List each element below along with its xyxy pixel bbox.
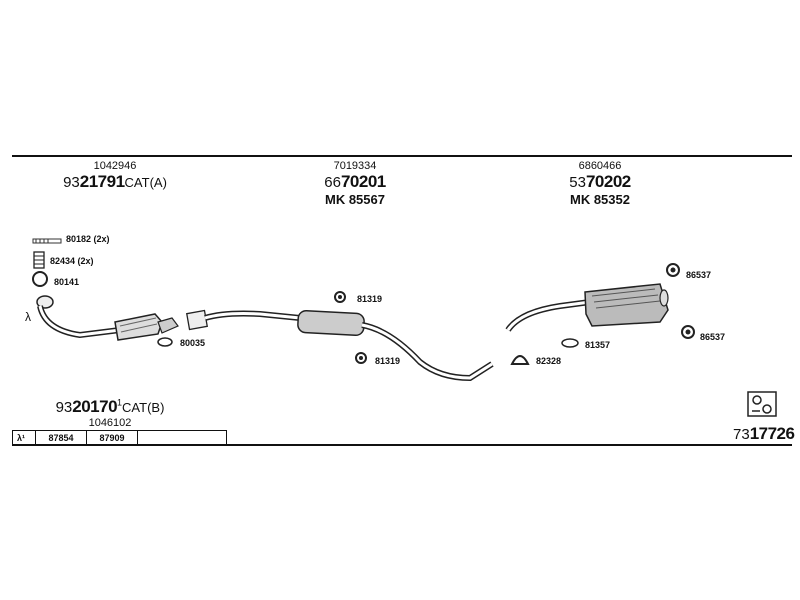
sensor-table-cell: 87854 <box>36 431 87 445</box>
catalyst-b-block: 93201701CAT(B) 1046102 <box>50 397 170 429</box>
rear-ref-number: 6860466 <box>578 160 622 172</box>
top-divider-line <box>12 155 792 157</box>
middle-part-number: 6670201 <box>300 172 410 192</box>
bolt-icon <box>32 238 62 244</box>
front-part-main: 21791 <box>79 172 125 191</box>
gasket-ring-icon <box>32 271 48 287</box>
front-part-suffix: CAT(A) <box>124 175 167 190</box>
catalyst-b-part-number: 93201701CAT(B) <box>55 397 165 416</box>
rubber-mount-86537-bottom-icon <box>681 325 695 339</box>
front-ref-number: 1042946 <box>93 160 137 172</box>
kit-icon <box>747 391 777 417</box>
rear-mk-code: MK 85352 <box>570 192 630 207</box>
sensor-table-cell: 87909 <box>87 431 138 445</box>
callout-80141: 80141 <box>54 277 80 287</box>
middle-part-prefix: 66 <box>324 174 341 191</box>
rear-part-prefix: 53 <box>569 174 586 191</box>
rear-silencer <box>505 283 669 332</box>
callout-82434: 82434 (2x) <box>50 256 94 266</box>
callout-81357: 81357 <box>585 340 611 350</box>
kit-part-number: 7317726 <box>733 424 795 444</box>
hanger-82328-icon <box>510 355 530 365</box>
callout-80035: 80035 <box>180 338 206 348</box>
catalyst-b-ref-number: 1046102 <box>88 417 132 429</box>
middle-pipe <box>185 309 494 382</box>
lambda-sensor-label: λ <box>25 310 31 324</box>
rubber-mount-81319-bottom-icon <box>355 352 367 364</box>
callout-81319-top: 81319 <box>357 294 383 304</box>
catalyst-b-prefix: 93 <box>55 399 73 416</box>
catalyst-b-suffix: CAT(B) <box>122 400 165 415</box>
front-part-number: 9321791CAT(A) <box>60 172 170 192</box>
front-part-prefix: 93 <box>63 174 80 191</box>
sensor-table-cell <box>138 431 226 445</box>
front-pipe-catalyst <box>36 295 179 341</box>
kit-part-prefix: 73 <box>733 426 750 443</box>
middle-mk-code: MK 85567 <box>325 192 385 207</box>
callout-82328: 82328 <box>536 356 562 366</box>
clamp-81357-icon <box>561 338 579 348</box>
callout-80182: 80182 (2x) <box>66 234 110 244</box>
middle-ref-number: 7019334 <box>333 160 377 172</box>
rubber-mount-86537-top-icon <box>666 263 680 277</box>
middle-part-main: 70201 <box>340 172 386 191</box>
bottom-divider-line <box>12 444 792 446</box>
rear-part-main: 70202 <box>585 172 631 191</box>
rear-part-number: 5370202 <box>545 172 655 192</box>
rear-section-header: 6860466 5370202 MK 85352 <box>545 160 655 207</box>
middle-section-header: 7019334 6670201 MK 85567 <box>300 160 410 207</box>
catalyst-b-main: 20170 <box>72 397 118 416</box>
callout-86537-top: 86537 <box>686 270 712 280</box>
kit-part-main: 17726 <box>749 424 795 443</box>
front-section-header: 1042946 9321791CAT(A) <box>60 160 170 192</box>
callout-81319-bottom: 81319 <box>375 356 401 366</box>
clamp-80035-icon <box>157 337 173 347</box>
sensor-table: λ¹ 87854 87909 <box>12 430 227 445</box>
sensor-table-lambda: λ¹ <box>13 431 36 445</box>
callout-86537-bottom: 86537 <box>700 332 726 342</box>
spring-icon <box>33 251 45 269</box>
rubber-mount-81319-top-icon <box>334 291 346 303</box>
